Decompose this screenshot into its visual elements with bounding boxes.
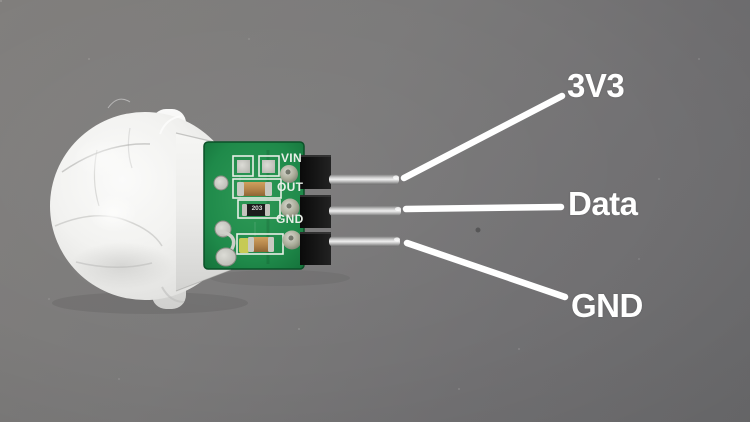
resistor-marking: 203: [251, 205, 263, 212]
smd-pad: [237, 160, 250, 173]
pin-out: [329, 206, 401, 216]
callout-line-data: [402, 203, 565, 213]
through-hole-solder: [213, 175, 237, 267]
pin-gnd: [329, 236, 400, 247]
smd-pad: [262, 160, 275, 173]
dome-center-bump: [89, 194, 137, 232]
smd-resistor: [242, 204, 270, 216]
header-block: [300, 232, 331, 265]
flange-lip-highlight: [159, 115, 183, 135]
dust-fiber: [107, 98, 131, 109]
device-shadow: [52, 270, 350, 314]
callout-label-gnd: GND: [571, 287, 643, 324]
silkscreen-label-out: OUT: [277, 180, 304, 194]
silkscreen-label-gnd: GND: [276, 212, 304, 226]
header-pins: [329, 174, 401, 247]
background-speck: [475, 227, 481, 233]
dust-specks: [0, 0, 2, 2]
callout-lines: [400, 92, 569, 301]
pin-vin: [329, 174, 399, 185]
callout-label-data: Data: [568, 185, 638, 222]
smd-capacitor: [237, 182, 272, 196]
callout-line-3v3: [400, 92, 566, 182]
header-block: [300, 155, 331, 189]
callout-label-3v3: 3V3: [567, 67, 625, 104]
silkscreen-outlines: [232, 155, 284, 255]
solder-joints: [280, 165, 302, 250]
smd-capacitor-bottom: [239, 237, 274, 253]
callout-line-gnd: [403, 239, 569, 301]
pin-header: [300, 155, 401, 265]
header-block: [300, 195, 331, 228]
silkscreen-label-vin: VIN: [281, 151, 302, 165]
